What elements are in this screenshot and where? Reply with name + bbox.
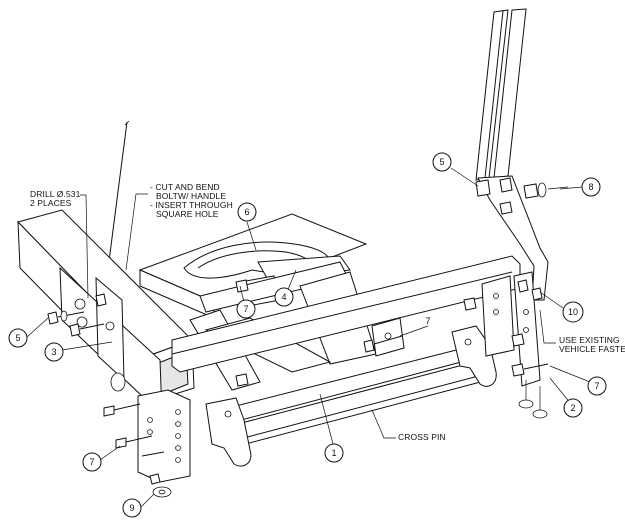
drill-note-line2: 2 PLACES [30, 198, 72, 208]
left-box-beam [17, 209, 195, 417]
svg-text:5: 5 [439, 157, 444, 167]
callout-10: 10 [562, 301, 584, 323]
use-existing-line1: USE EXISTING [559, 335, 620, 345]
upright-bracket [475, 8, 549, 301]
use-existing-line2: VEHICLE FASTENE [559, 344, 625, 354]
callout-4: 4 [274, 287, 294, 307]
svg-text:7: 7 [89, 457, 94, 467]
svg-text:3: 3 [51, 347, 56, 357]
callout-8: 8 [581, 177, 601, 197]
svg-text:8: 8 [588, 182, 593, 192]
svg-text:4: 4 [281, 292, 286, 302]
callout-5-upper: 5 [432, 152, 452, 172]
callout-5-left: 5 [8, 328, 28, 348]
use-existing-note: USE EXISTING VEHICLE FASTENE [559, 336, 625, 354]
hitch-mount-plate [137, 389, 191, 483]
callout-2: 2 [563, 398, 583, 418]
right-side-plate [481, 271, 541, 387]
callout-7-mid: 7 [425, 316, 430, 326]
svg-text:6: 6 [244, 207, 249, 217]
leader-lines [26, 167, 591, 509]
svg-text:7: 7 [594, 381, 599, 391]
cut-bend-line1: - CUT AND BEND [150, 182, 220, 192]
cut-bend-line3: - INSERT THROUGH [150, 200, 233, 210]
middle-mount-bracket [371, 317, 405, 357]
cut-bend-line4: SQUARE HOLE [156, 209, 219, 219]
front-cross-tube [219, 343, 489, 447]
callout-7-tray: 7 [236, 299, 256, 319]
svg-text:9: 9 [129, 503, 134, 513]
cut-bend-note: - CUT AND BEND BOLTW/ HANDLE - INSERT TH… [150, 183, 233, 219]
svg-text:2: 2 [570, 403, 575, 413]
cut-bend-line2: BOLTW/ HANDLE [156, 191, 227, 201]
callout-9: 9 [122, 498, 142, 518]
callout-7-bottom-left: 7 [82, 452, 102, 472]
callout-6: 6 [237, 202, 257, 222]
callout-7-right: 7 [587, 376, 607, 396]
callout-3: 3 [44, 342, 64, 362]
left-front-bracket [205, 397, 252, 467]
fasteners [47, 177, 569, 498]
svg-text:10: 10 [568, 307, 578, 317]
callout-1: 1 [324, 443, 344, 463]
svg-text:5: 5 [15, 333, 20, 343]
svg-text:7: 7 [243, 304, 248, 314]
cross-pin-label: CROSS PIN [398, 432, 446, 442]
svg-text:7: 7 [425, 316, 430, 326]
svg-text:1: 1 [331, 448, 336, 458]
drill-note: DRILL Ø.531 2 PLACES [30, 190, 80, 208]
drill-note-line1: DRILL Ø.531 [30, 189, 81, 199]
